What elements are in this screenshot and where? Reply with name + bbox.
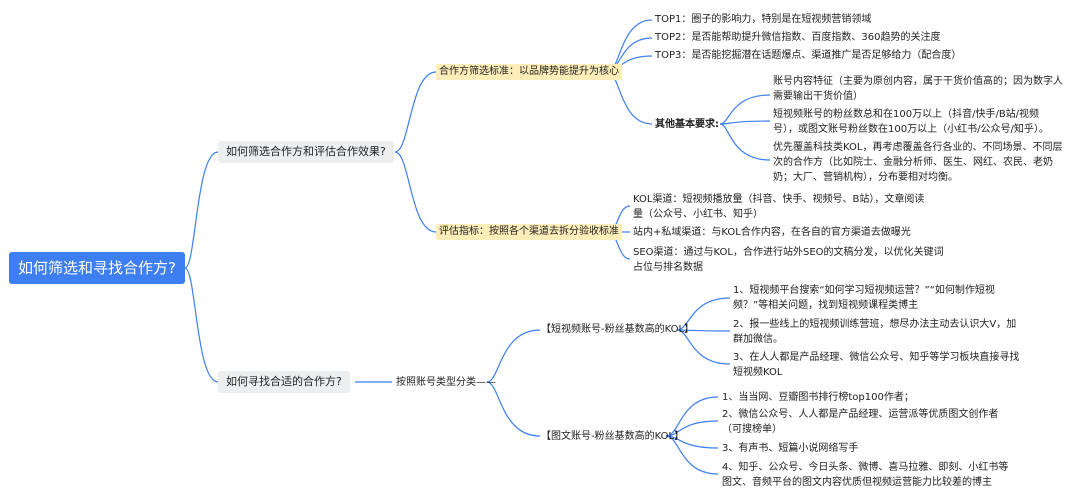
video-item: 1、短视频平台搜索“如何学习短视频运营？”“如何制作短视频？”等相关问题，找到短… [733, 285, 995, 311]
top-item: TOP3：是否能挖掘潜在话题爆点、渠道推广是否足够给力（配合度） [655, 50, 962, 61]
connector-root-branch2 [184, 267, 219, 383]
connector-branch1-criteria [394, 71, 437, 153]
top-item: TOP2：是否能帮助提升微信指数、百度指数、360趋势的关注度 [655, 32, 941, 43]
article-item: 2、微信公众号、人人都是产品经理、运营派等优质图文创作者（可搜榜单） [722, 409, 999, 435]
requirement-item: 短视频账号的粉丝数总和在100万以上（抖音/快手/B站/视频号），或图文账号粉丝… [773, 109, 1049, 135]
branch-screen-partners[interactable]: 如何筛选合作方和评估合作效果? [218, 141, 394, 163]
classify-node[interactable]: 按照账号类型分类—— [396, 377, 496, 388]
criteria-node[interactable]: 合作方筛选标准：以品牌势能提升为核心 [436, 64, 622, 80]
article-item: 1、当当网、豆瓣图书排行榜top100作者； [722, 392, 914, 403]
requirement-item: 优先覆盖科技类KOL，再考虑覆盖各行各业的、不同场景、不同层次的合作方（比如院士… [773, 142, 1063, 183]
article-item: 3、有声书、短篇小说网络写手 [722, 443, 859, 454]
top-item: TOP1：圈子的影响力，特别是在短视频营销领域 [655, 14, 872, 25]
root-node[interactable]: 如何筛选和寻找合作方? [9, 252, 185, 284]
article-kol-node[interactable]: 【图文账号-粉丝基数高的KOL】 [541, 431, 685, 442]
metrics-node[interactable]: 评估指标：按照各个渠道去拆分验收标准 [436, 224, 622, 240]
metric-item: 站内+私域渠道：与KOL合作内容，在各自的官方渠道去做曝光 [633, 227, 911, 238]
requirement-item: 账号内容特征（主要为原创内容，属于干货价值高的；因为数字人需要输出干货价值） [773, 76, 1063, 102]
video-item: 3、在人人都是产品经理、微信公众号、知乎等学习板块直接寻找短视频KOL [733, 352, 1020, 378]
connector-branch1-metrics [394, 151, 437, 233]
branch-find-partners[interactable]: 如何寻找合适的合作方? [218, 371, 350, 393]
video-item: 2、报一些线上的短视频训练营班，想尽办法主动去认识大V，加群加微信。 [733, 319, 1017, 345]
article-item: 4、知乎、公众号、今日头条、微博、喜马拉雅、即刻、小红书等图文、音频平台的图文内… [722, 462, 1009, 488]
video-kol-node[interactable]: 【短视频账号-粉丝基数高的KOL】 [541, 324, 695, 335]
metric-item: SEO渠道：通过与KOL，合作进行站外SEO的文稿分发，以优化关键词占位与排名数… [633, 247, 944, 273]
connector-root-branch1 [184, 151, 219, 269]
metric-item: KOL渠道：短视频播放量（抖音、快手、视频号、B站），文章阅读量（公众号、小红书… [633, 194, 925, 220]
other-requirements-node[interactable]: 其他基本要求: [655, 119, 719, 130]
